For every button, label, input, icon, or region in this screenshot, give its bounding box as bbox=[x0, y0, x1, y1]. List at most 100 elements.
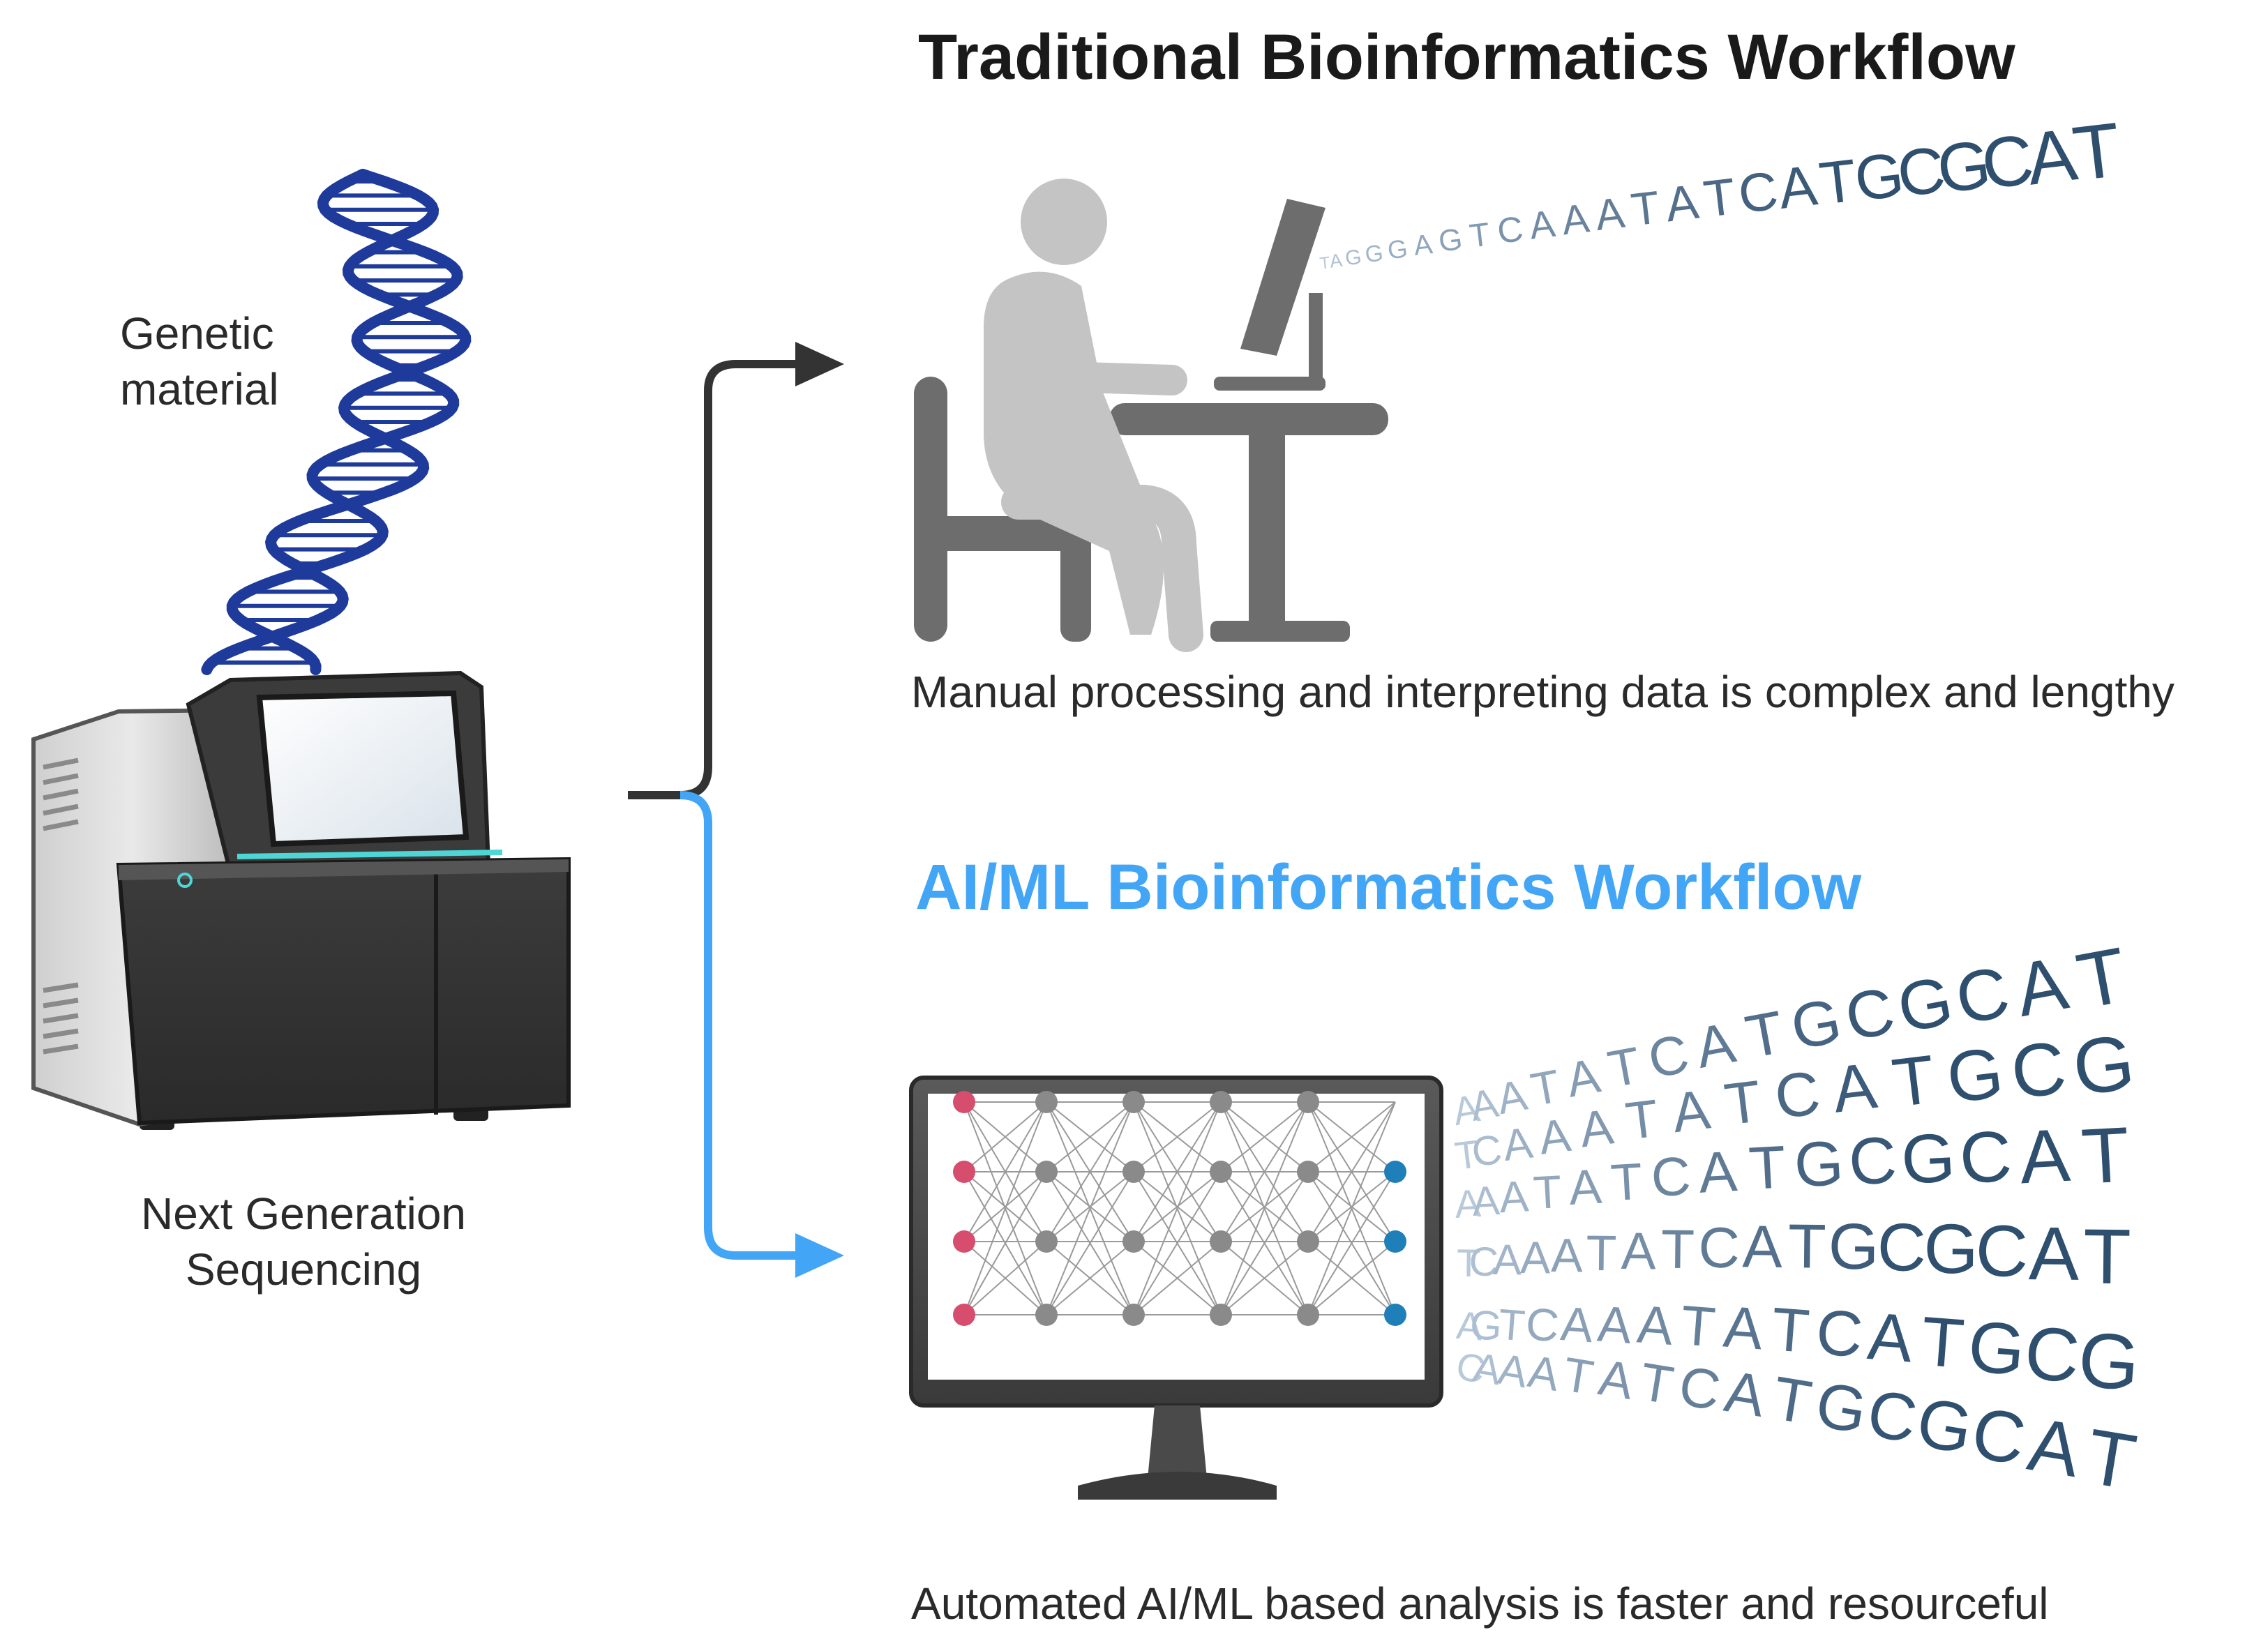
hidden-node bbox=[1035, 1091, 1058, 1113]
hidden-node bbox=[1035, 1161, 1058, 1183]
sequence-letter: T bbox=[1623, 1089, 1662, 1152]
sequence-letter: A bbox=[1635, 1295, 1675, 1357]
sequence-letter: G bbox=[2075, 1315, 2142, 1407]
sequence-letter: A bbox=[1500, 1119, 1535, 1171]
hidden-node bbox=[1297, 1091, 1319, 1113]
sequence-letter: G bbox=[1923, 1210, 1978, 1289]
hidden-node bbox=[1210, 1161, 1232, 1183]
sequence-letter: C bbox=[1453, 1343, 1488, 1392]
output-node bbox=[1384, 1230, 1406, 1253]
neural-network-edges bbox=[963, 1101, 1396, 1315]
sequence-letter: T bbox=[1496, 1301, 1526, 1351]
sequence-letter: A bbox=[1577, 1099, 1616, 1158]
hidden-node bbox=[1035, 1304, 1058, 1326]
sequence-letter: C bbox=[1814, 1297, 1865, 1371]
sequence-letter: T bbox=[1679, 1293, 1718, 1358]
input-node bbox=[953, 1230, 975, 1253]
sequence-letter: A bbox=[1865, 1299, 1916, 1377]
sequence-letter: A bbox=[1775, 153, 1821, 221]
output-node bbox=[1384, 1304, 1406, 1326]
sequence-letter: A bbox=[1551, 1229, 1584, 1282]
ngs-label-line1: Next Generation bbox=[140, 1189, 467, 1239]
sequence-letter: G bbox=[1469, 1302, 1504, 1350]
sequence-letter: A bbox=[1568, 1159, 1603, 1215]
sequence-letter: G bbox=[1891, 961, 1958, 1047]
neural-network-edge bbox=[1220, 1101, 1309, 1172]
sequence-letter: T bbox=[1747, 1133, 1787, 1202]
input-node bbox=[953, 1304, 975, 1326]
sequence-letter: C bbox=[1495, 209, 1525, 251]
sequence-letter: T bbox=[1636, 1352, 1678, 1415]
sequence-letter: A bbox=[2018, 1113, 2072, 1200]
sequence-letter: A bbox=[1721, 1293, 1765, 1362]
hidden-node bbox=[1297, 1161, 1319, 1183]
sequence-letter: T bbox=[1816, 146, 1860, 217]
sequence-letter: A bbox=[1536, 1109, 1574, 1165]
ai-arrowhead-icon bbox=[795, 1233, 844, 1278]
sequence-letter: C bbox=[1958, 1115, 2014, 1199]
input-node bbox=[953, 1091, 975, 1113]
sequence-letter: C bbox=[2022, 1310, 2082, 1398]
sequence-letter: C bbox=[1949, 951, 2015, 1040]
sequence-letter: G bbox=[1437, 223, 1464, 259]
sequence-letter: C bbox=[1771, 1058, 1824, 1132]
hidden-node bbox=[1122, 1161, 1145, 1183]
sequence-letter: T bbox=[1768, 1363, 1817, 1437]
sequence-letter: T bbox=[2071, 930, 2133, 1025]
sequence-letter: T bbox=[1586, 1226, 1617, 1281]
sequencer-machine-icon bbox=[31, 670, 571, 1130]
neural-network-edge bbox=[963, 1101, 1047, 1172]
neural-network-edge bbox=[1220, 1171, 1309, 1315]
sequence-letter: G bbox=[1828, 1210, 1879, 1283]
neural-network-edge bbox=[963, 1101, 1047, 1242]
sequence-letter: T bbox=[1628, 181, 1662, 235]
hidden-node bbox=[1035, 1230, 1058, 1253]
neural-network-edge bbox=[1307, 1171, 1396, 1315]
hidden-node bbox=[1210, 1304, 1232, 1326]
person-at-computer-icon bbox=[914, 179, 1388, 652]
sequence-letter: A bbox=[1492, 1236, 1522, 1284]
sequence-letter: C bbox=[1735, 160, 1781, 225]
input-node bbox=[953, 1161, 975, 1183]
neural-network-edge bbox=[1133, 1101, 1222, 1242]
sequence-letter: C bbox=[1524, 1298, 1561, 1351]
sequence-letter: T bbox=[1918, 1303, 1967, 1383]
sequence-letter: T bbox=[2079, 1110, 2131, 1200]
sequence-letter: A bbox=[1621, 1221, 1656, 1281]
output-node bbox=[1384, 1161, 1406, 1183]
ngs-label-line2: Sequencing bbox=[185, 1244, 422, 1295]
sequence-letter: G bbox=[1786, 986, 1847, 1064]
ai-branch-arrow bbox=[679, 791, 795, 1260]
genetic-material-label-line1: Genetic bbox=[120, 308, 274, 359]
sequence-letter: T bbox=[1559, 1347, 1597, 1405]
hidden-node bbox=[1297, 1230, 1319, 1253]
sequence-letter: A bbox=[1520, 1232, 1552, 1283]
sequence-letter: G bbox=[1811, 1369, 1872, 1447]
dna-strand-b bbox=[226, 169, 463, 675]
neural-network-edge bbox=[1133, 1101, 1222, 1172]
ai-monitor-icon bbox=[909, 1076, 1443, 1500]
sequence-letter: T bbox=[1661, 1219, 1695, 1280]
sequence-letter: A bbox=[1742, 1213, 1782, 1281]
sequence-letter: A bbox=[1455, 1303, 1485, 1349]
neural-network-edge bbox=[1307, 1101, 1396, 1242]
sequence-letter: C bbox=[1469, 1126, 1505, 1176]
genetic-material-label-line2: material bbox=[120, 364, 279, 414]
sequence-letter: T bbox=[1527, 1060, 1564, 1116]
sequence-letter: A bbox=[1595, 1295, 1634, 1355]
neural-network-edge bbox=[1046, 1171, 1134, 1315]
sequence-letter: C bbox=[1975, 1210, 2029, 1292]
sequence-letter: C bbox=[1847, 1123, 1898, 1200]
traditional-branch-arrow bbox=[628, 360, 795, 799]
neural-network-edge bbox=[963, 1241, 1047, 1315]
traditional-workflow-caption: Manual processing and interpreting data … bbox=[911, 667, 2175, 717]
sequence-letter: T bbox=[2068, 107, 2125, 197]
ai-ml-workflow-caption: Automated AI/ML based analysis is faster… bbox=[911, 1578, 2049, 1629]
sequence-letter: A bbox=[1828, 1048, 1881, 1126]
neural-network-edge bbox=[1133, 1171, 1222, 1315]
sequence-letter: A bbox=[1412, 229, 1434, 262]
